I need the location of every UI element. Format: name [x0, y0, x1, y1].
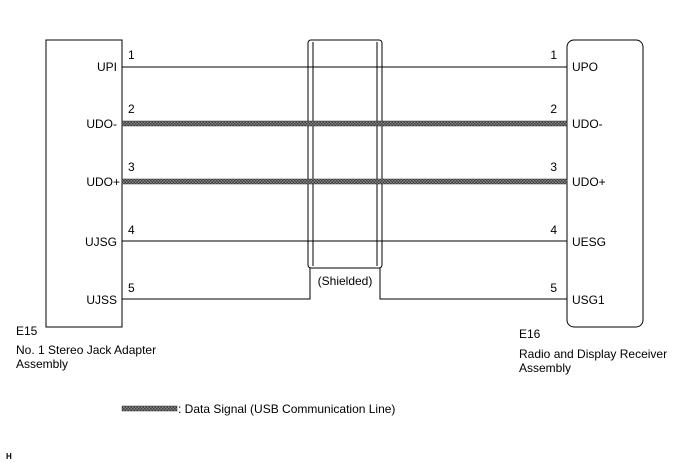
wire-2 — [121, 120, 568, 127]
right-pin-label: UESG — [572, 235, 606, 249]
left-connector-name-line-2: Assembly — [16, 357, 68, 371]
right-pin-1: 1 UPO — [550, 48, 598, 74]
shield-outline — [307, 39, 383, 269]
right-pin-number: 5 — [550, 281, 557, 295]
right-pin-label: UPO — [572, 60, 598, 74]
right-pin-label: UDO+ — [572, 175, 606, 189]
left-pin-number: 4 — [128, 223, 135, 237]
left-pin-label: UDO- — [86, 117, 117, 131]
left-pin-label: UPI — [97, 60, 117, 74]
left-pin-5: 5 UJSS — [86, 281, 135, 307]
left-connector-name-line-1: No. 1 Stereo Jack Adapter — [16, 343, 156, 357]
left-pin-2: 2 UDO- — [86, 102, 135, 131]
right-pin-label: USG1 — [572, 293, 605, 307]
legend-swatch — [121, 405, 178, 412]
left-pin-number: 1 — [128, 48, 135, 62]
left-pin-label: UDO+ — [86, 175, 120, 189]
left-pin-label: UJSG — [85, 235, 117, 249]
right-pin-number: 4 — [550, 223, 557, 237]
legend: : Data Signal (USB Communication Line) — [121, 402, 395, 416]
legend-text: : Data Signal (USB Communication Line) — [178, 402, 395, 416]
footer-mark: H — [6, 452, 12, 461]
left-connector-box — [45, 39, 123, 328]
left-pin-3: 3 UDO+ — [86, 160, 135, 189]
right-pin-4: 4 UESG — [550, 223, 606, 249]
right-pin-3: 3 UDO+ — [550, 160, 605, 189]
left-pin-number: 2 — [128, 102, 135, 116]
left-connector-code: E15 — [16, 324, 38, 338]
left-pin-label: UJSS — [86, 293, 117, 307]
right-pin-number: 1 — [550, 48, 557, 62]
right-pin-label: UDO- — [572, 117, 603, 131]
right-pin-number: 3 — [550, 160, 557, 174]
right-connector-code: E16 — [519, 327, 541, 341]
right-connector-name-line-1: Radio and Display Receiver — [519, 347, 667, 361]
left-pin-1: 1 UPI — [97, 48, 135, 74]
left-pin-number: 5 — [128, 281, 135, 295]
right-pin-number: 2 — [550, 102, 557, 116]
left-pin-4: 4 UJSG — [85, 223, 135, 249]
right-connector-name-line-2: Assembly — [519, 361, 571, 375]
right-pin-5: 5 USG1 — [550, 281, 605, 307]
wire-3 — [121, 178, 568, 185]
wire-5-shield-drain — [122, 268, 567, 300]
left-pin-number: 3 — [128, 160, 135, 174]
shield-label: (Shielded) — [318, 274, 373, 288]
right-pin-2: 2 UDO- — [550, 102, 602, 131]
